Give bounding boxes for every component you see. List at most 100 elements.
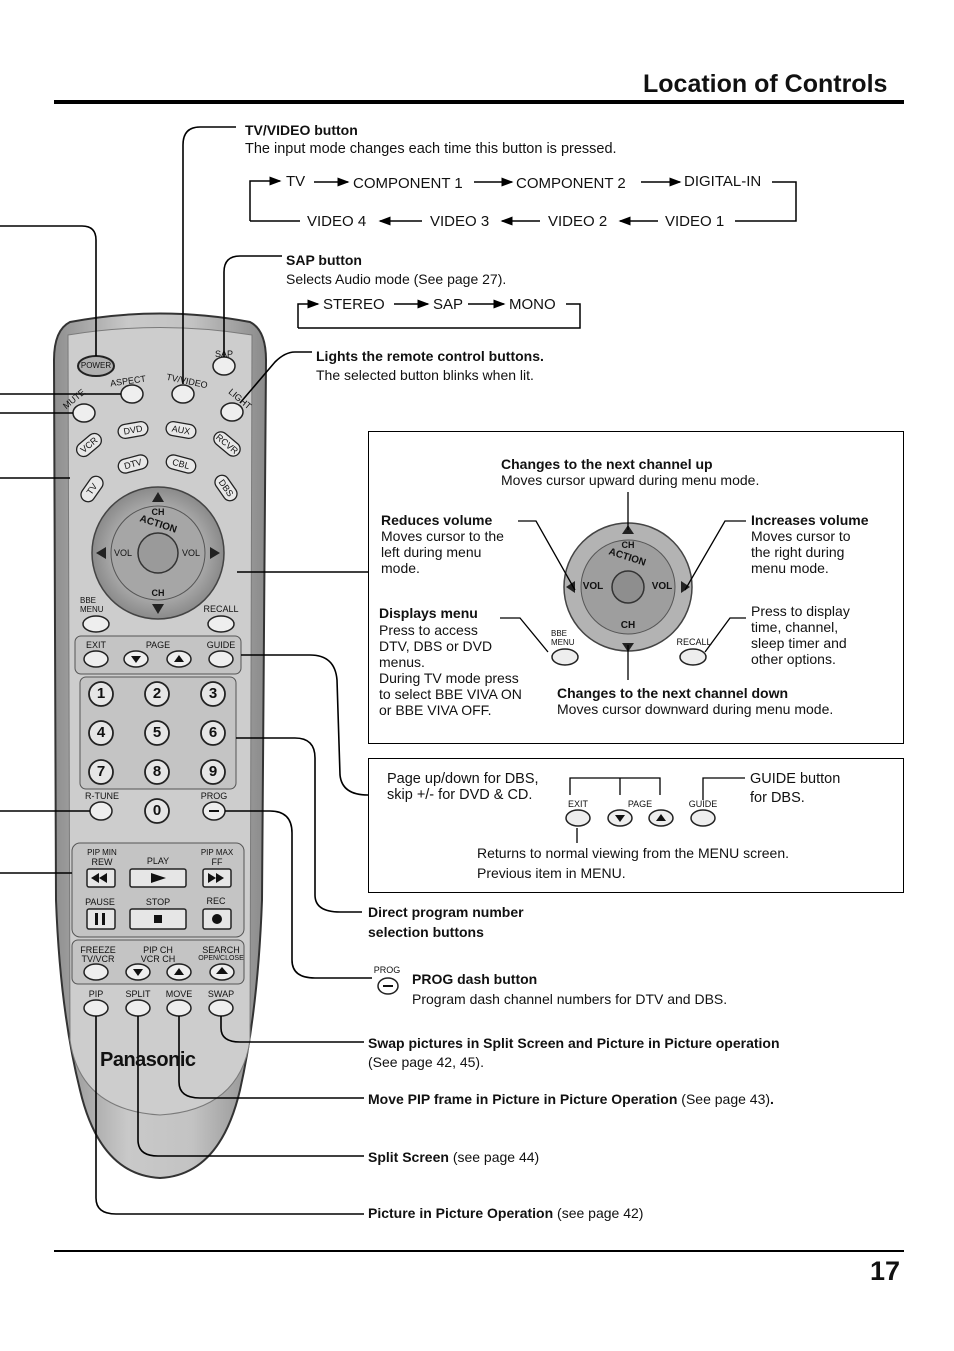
remote-guide-label: GUIDE [206, 640, 236, 650]
move-end: . [770, 1091, 774, 1107]
remote-freeze-label: FREEZE [80, 945, 116, 955]
remote-vol-left-label: VOL [113, 548, 132, 558]
cycle-digital-in: DIGITAL-IN [684, 173, 762, 190]
direct-line-2: selection buttons [368, 924, 484, 940]
split-ref: (see page 44) [452, 1149, 540, 1165]
vol-up-desc-1: Moves cursor to [751, 528, 851, 544]
page-desc-2: skip +/- for DVD & CD. [387, 787, 533, 803]
cycle-video2: VIDEO 2 [548, 213, 608, 230]
exit-desc-1: Returns to normal viewing from the MENU … [477, 845, 789, 861]
menu-desc-5: to select BBE VIVA ON [379, 686, 522, 702]
pad-bbe: BBE [551, 629, 568, 638]
ch-up-title: Changes to the next channel up [501, 456, 713, 472]
sap-cycle-mono: MONO [509, 296, 556, 313]
direct-line-1: Direct program number [368, 904, 524, 920]
remote-pipmin-label: PIP MIN [87, 848, 117, 857]
remote-brand-logo: Panasonic [100, 1049, 196, 1071]
vol-down-desc-2: left during menu [381, 544, 482, 560]
remote-digit-8: 8 [152, 763, 162, 780]
remote-play-label: PLAY [146, 856, 170, 866]
page-box-guide-label: GUIDE [688, 799, 718, 809]
sap-desc: Selects Audio mode (See page 27). [286, 271, 507, 287]
prog-icon-label: PROG [373, 965, 401, 975]
pad-recall: RECALL [676, 637, 712, 647]
ch-up-desc: Moves cursor upward during menu mode. [501, 472, 760, 488]
sap-cycle-stereo: STEREO [323, 296, 385, 313]
menu-title: Displays menu [379, 605, 478, 621]
remote-digit-6: 6 [208, 724, 218, 741]
move-line: Move PIP frame in Picture in Picture Ope… [368, 1091, 774, 1107]
tv-video-title: TV/VIDEO button [245, 122, 358, 138]
ch-down-desc: Moves cursor downward during menu mode. [557, 701, 834, 717]
light-title: Lights the remote control buttons. [316, 348, 544, 364]
recall-desc-1: Press to display [751, 603, 850, 619]
remote-sap-label: SAP [214, 349, 233, 359]
remote-ch-down-label: CH [151, 588, 165, 598]
vol-up-desc-2: the right during [751, 544, 845, 560]
remote-split-label: SPLIT [125, 989, 151, 999]
sap-cycle-sap: SAP [433, 296, 464, 313]
vol-down-desc-1: Moves cursor to the [381, 528, 504, 544]
page-info-box [368, 758, 904, 893]
pad-ch-down: CH [620, 620, 636, 631]
remote-pipmax-label: PIP MAX [200, 848, 234, 857]
remote-move-label: MOVE [165, 989, 193, 999]
remote-recall-label: RECALL [203, 604, 239, 614]
split-line: Split Screen (see page 44) [368, 1149, 539, 1165]
guide-desc-1: GUIDE button [750, 771, 841, 787]
prog-title: PROG dash button [412, 971, 538, 987]
remote-ch-up-label: CH [151, 507, 165, 517]
tv-video-desc: The input mode changes each time this bu… [245, 141, 617, 157]
remote-digit-1: 1 [96, 685, 106, 702]
cycle-component2: COMPONENT 2 [516, 175, 626, 192]
remote-digit-3: 3 [208, 685, 218, 702]
remote-pipch-label: PIP CH [143, 945, 173, 955]
remote-swap-label: SWAP [207, 989, 235, 999]
remote-rtune-label: R-TUNE [85, 791, 119, 801]
remote-pause-label: PAUSE [85, 897, 115, 907]
remote-bbe-label: BBE [80, 596, 97, 605]
remote-rec-label: REC [206, 896, 226, 906]
cycle-video1: VIDEO 1 [665, 213, 725, 230]
cycle-video4: VIDEO 4 [307, 213, 367, 230]
menu-desc-1: Press to access [379, 622, 478, 638]
light-desc: The selected button blinks when lit. [316, 367, 534, 383]
swap-desc: (See page 42, 45). [368, 1054, 484, 1070]
remote-power-label: POWER [80, 361, 112, 370]
remote-freeze-group [71, 939, 245, 985]
remote-search-label: SEARCH [202, 945, 240, 955]
menu-desc-4: During TV mode press [379, 670, 519, 686]
remote-page-label: PAGE [145, 640, 171, 650]
vol-down-title: Reduces volume [381, 512, 493, 528]
vol-up-desc-3: menu mode. [751, 560, 829, 576]
menu-desc-3: menus. [379, 654, 425, 670]
page-number: 17 [870, 1256, 901, 1286]
cycle-video3: VIDEO 3 [430, 213, 490, 230]
remote-rew-label: REW [91, 857, 113, 867]
pip-line: Picture in Picture Operation (see page 4… [368, 1205, 643, 1221]
page-box-page-label: PAGE [627, 799, 653, 809]
cycle-tv: TV [286, 173, 306, 190]
pad-ch-up: CH [621, 540, 635, 550]
vol-down-desc-3: mode. [381, 560, 420, 576]
swap-title: Swap pictures in Split Screen and Pictur… [368, 1035, 780, 1051]
remote-digit-0: 0 [152, 802, 162, 819]
recall-desc-4: other options. [751, 651, 836, 667]
footer-rule [54, 1250, 904, 1252]
page-box-exit-label: EXIT [567, 799, 588, 809]
move-ref: (See page 43) [681, 1091, 771, 1107]
header-rule [54, 100, 904, 104]
remote-digit-9: 9 [208, 763, 218, 780]
remote-digit-5: 5 [152, 724, 162, 741]
remote-ff-label: FF [211, 857, 223, 867]
remote-digit-2: 2 [152, 685, 162, 702]
remote-digit-7: 7 [96, 763, 106, 780]
cycle-component1: COMPONENT 1 [353, 175, 463, 192]
recall-desc-3: sleep timer and [751, 635, 847, 651]
page-desc-1: Page up/down for DBS, [387, 771, 539, 787]
vol-up-title: Increases volume [751, 512, 869, 528]
pip-title: Picture in Picture Operation [368, 1205, 554, 1221]
pip-ref: (see page 42) [557, 1205, 644, 1221]
remote-menu-label: MENU [80, 605, 104, 614]
